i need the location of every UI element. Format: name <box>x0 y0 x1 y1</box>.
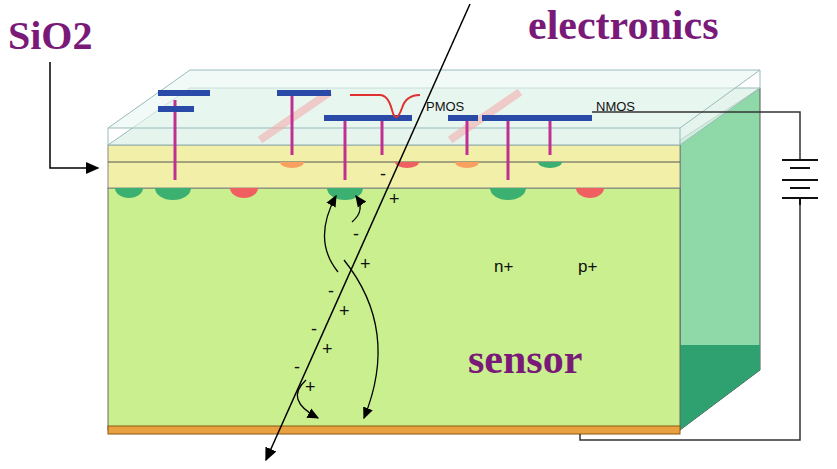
charge-sign: - <box>294 358 300 376</box>
charge-sign: + <box>360 255 371 273</box>
region-label: electronics <box>528 4 718 46</box>
charge-sign: - <box>328 282 334 300</box>
layer-label: SiO2 <box>8 16 92 56</box>
transistor-label: NMOS <box>596 100 635 113</box>
implants <box>115 162 604 200</box>
charge-sign: + <box>389 190 400 208</box>
charge-sign: - <box>353 225 359 243</box>
charge-sign: - <box>311 320 317 338</box>
transistor-label: PMOS <box>426 100 464 113</box>
implant-label: p+ <box>578 258 597 275</box>
charge-sign: + <box>339 302 350 320</box>
charge-sign: + <box>305 378 316 396</box>
charge-sign: - <box>380 165 386 183</box>
charge-sign: + <box>322 340 333 358</box>
region-label: sensor <box>468 338 582 380</box>
implant-label: n+ <box>494 258 513 275</box>
